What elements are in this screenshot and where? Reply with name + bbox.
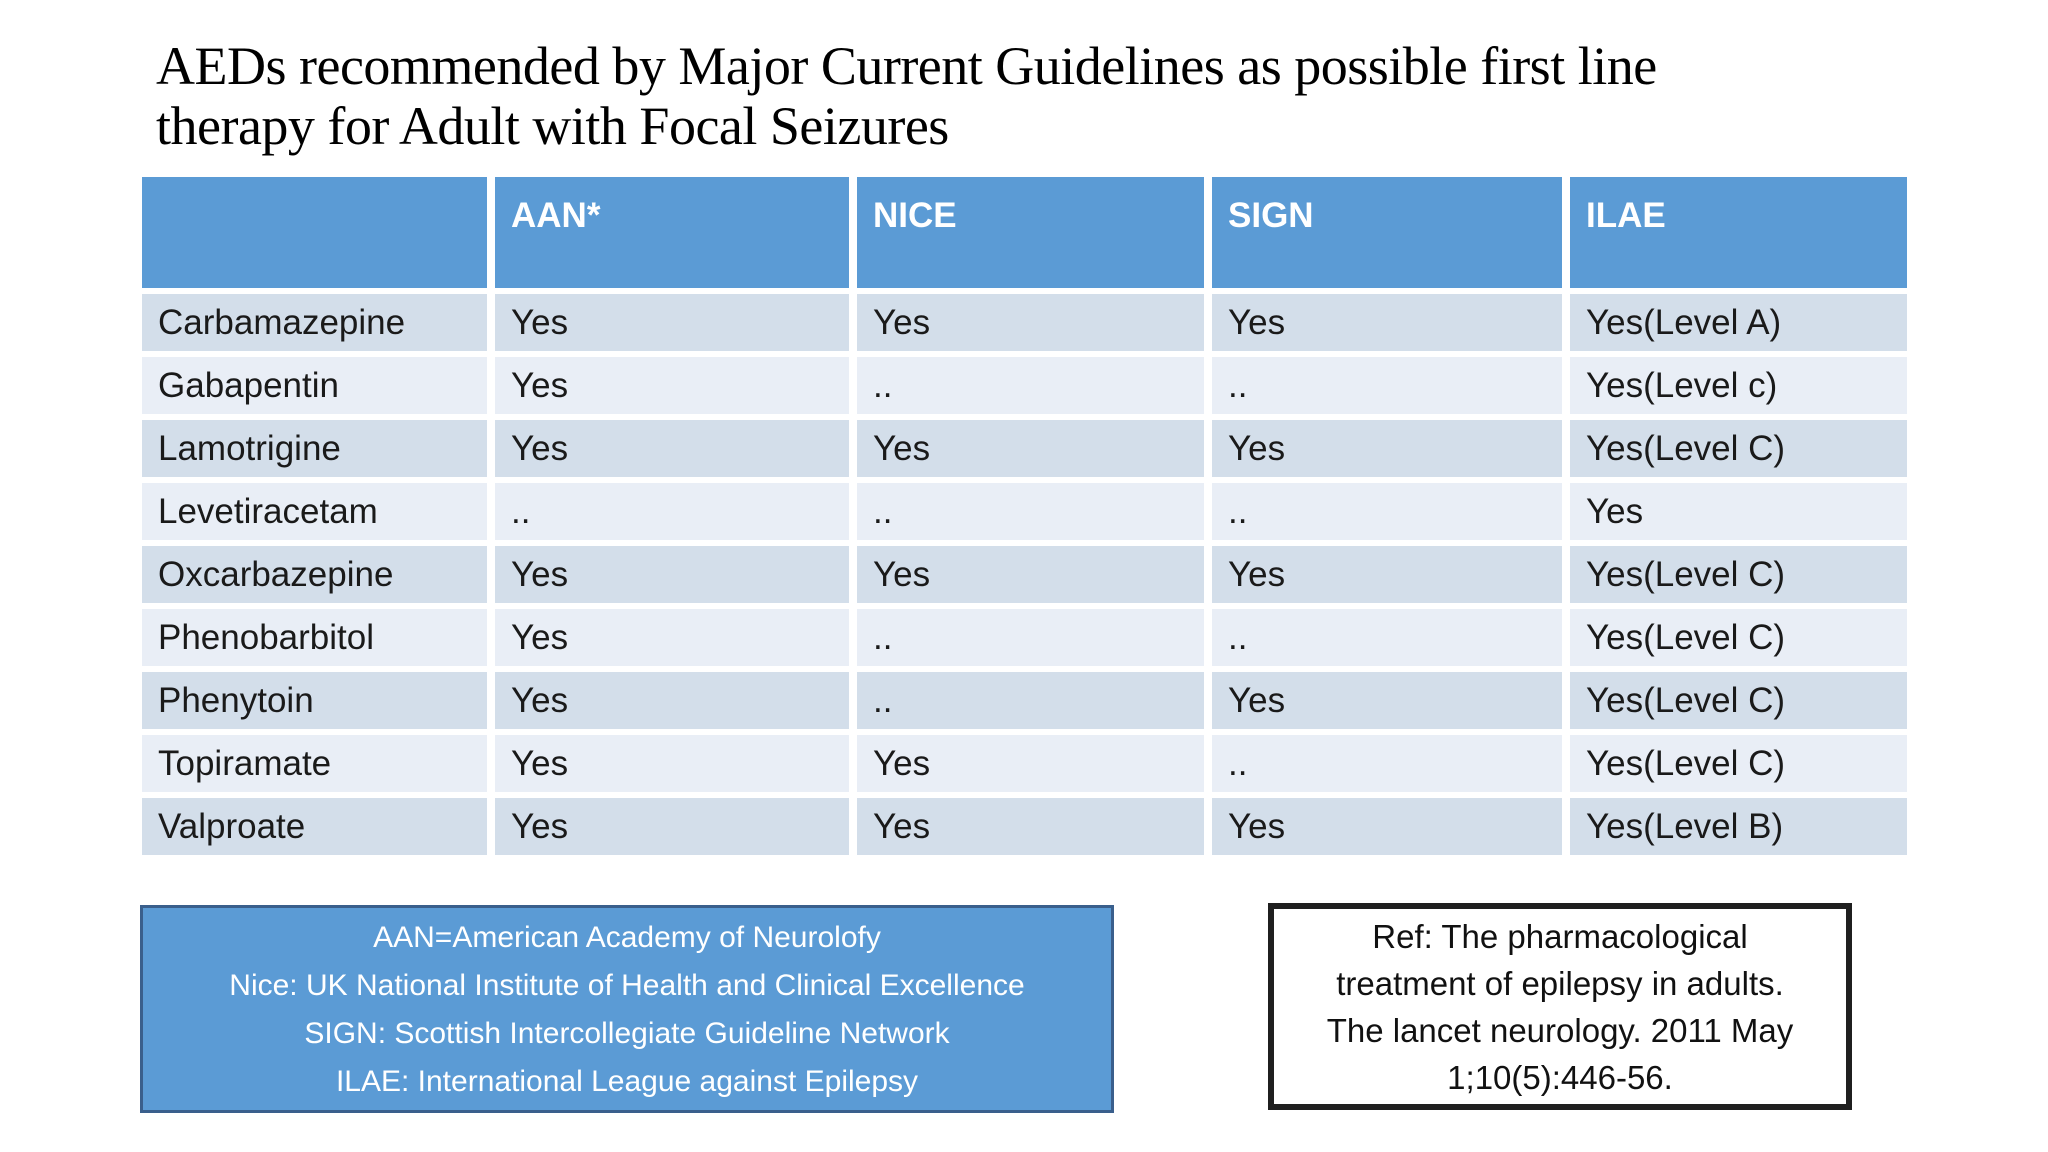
drug-name-cell: Gabapentin: [142, 357, 495, 420]
legend-line-ilae: ILAE: International League against Epile…: [335, 1065, 919, 1098]
drug-name-cell: Valproate: [142, 798, 495, 855]
drug-name-cell: Oxcarbazepine: [142, 546, 495, 609]
table-row-levetiracetam: Levetiracetam .. .. .. Yes: [142, 483, 1907, 546]
value-cell: ..: [1212, 483, 1570, 546]
value-cell: Yes(Level C): [1570, 672, 1907, 735]
header-cell-sign: SIGN: [1212, 177, 1570, 294]
reference-box: Ref: The pharmacological treatment of ep…: [1268, 903, 1852, 1110]
legend-line-nice: Nice: UK National Institute of Health an…: [229, 969, 1025, 1002]
header-cell-nice: NICE: [857, 177, 1212, 294]
value-cell: Yes: [1212, 294, 1570, 357]
value-cell: ..: [495, 483, 857, 546]
slide-title: AEDs recommended by Major Current Guidel…: [156, 36, 1976, 156]
reference-line-2: treatment of epilepsy in adults.: [1336, 965, 1784, 1002]
table-row-lamotrigine: Lamotrigine Yes Yes Yes Yes(Level C): [142, 420, 1907, 483]
table-row-oxcarbazepine: Oxcarbazepine Yes Yes Yes Yes(Level C): [142, 546, 1907, 609]
table-row-carbamazepine: Carbamazepine Yes Yes Yes Yes(Level A): [142, 294, 1907, 357]
value-cell: Yes: [857, 798, 1212, 855]
value-cell: Yes: [495, 294, 857, 357]
value-cell: Yes: [1212, 672, 1570, 735]
drug-name-cell: Carbamazepine: [142, 294, 495, 357]
guidelines-table: AAN* NICE SIGN ILAE Carbamazepine Yes Ye…: [142, 177, 1907, 855]
value-cell: Yes: [1570, 483, 1907, 546]
reference-line-1: Ref: The pharmacological: [1372, 918, 1748, 955]
table-row-gabapentin: Gabapentin Yes .. .. Yes(Level c): [142, 357, 1907, 420]
legend-line-sign: SIGN: Scottish Intercollegiate Guideline…: [304, 1017, 950, 1050]
value-cell: ..: [1212, 609, 1570, 672]
drug-name-cell: Levetiracetam: [142, 483, 495, 546]
value-cell: Yes: [495, 735, 857, 798]
table-header-row: AAN* NICE SIGN ILAE: [142, 177, 1907, 294]
value-cell: ..: [857, 609, 1212, 672]
table-row-valproate: Valproate Yes Yes Yes Yes(Level B): [142, 798, 1907, 855]
header-cell-aan: AAN*: [495, 177, 857, 294]
value-cell: ..: [1212, 735, 1570, 798]
value-cell: Yes(Level A): [1570, 294, 1907, 357]
table-row-phenobarbitol: Phenobarbitol Yes .. .. Yes(Level C): [142, 609, 1907, 672]
value-cell: Yes: [495, 420, 857, 483]
value-cell: Yes: [1212, 546, 1570, 609]
slide-title-line-1: AEDs recommended by Major Current Guidel…: [156, 36, 1657, 96]
reference-line-4: 1;10(5):446-56.: [1447, 1059, 1673, 1096]
value-cell: Yes(Level C): [1570, 735, 1907, 798]
slide-title-line-2: therapy for Adult with Focal Seizures: [156, 96, 949, 156]
value-cell: Yes: [495, 798, 857, 855]
value-cell: Yes: [857, 420, 1212, 483]
value-cell: Yes: [495, 546, 857, 609]
drug-name-cell: Topiramate: [142, 735, 495, 798]
abbreviation-legend-box: AAN=American Academy of Neurolofy Nice: …: [140, 905, 1114, 1113]
value-cell: Yes: [495, 357, 857, 420]
value-cell: Yes(Level c): [1570, 357, 1907, 420]
value-cell: Yes(Level C): [1570, 420, 1907, 483]
value-cell: Yes(Level C): [1570, 609, 1907, 672]
value-cell: Yes: [857, 546, 1212, 609]
drug-name-cell: Lamotrigine: [142, 420, 495, 483]
value-cell: Yes: [1212, 798, 1570, 855]
value-cell: ..: [857, 483, 1212, 546]
drug-name-cell: Phenobarbitol: [142, 609, 495, 672]
table-row-phenytoin: Phenytoin Yes .. Yes Yes(Level C): [142, 672, 1907, 735]
value-cell: ..: [857, 357, 1212, 420]
value-cell: Yes: [495, 609, 857, 672]
value-cell: Yes: [857, 735, 1212, 798]
header-cell-drug: [142, 177, 495, 294]
value-cell: Yes: [495, 672, 857, 735]
drug-name-cell: Phenytoin: [142, 672, 495, 735]
value-cell: Yes(Level B): [1570, 798, 1907, 855]
value-cell: Yes: [857, 294, 1212, 357]
value-cell: Yes(Level C): [1570, 546, 1907, 609]
value-cell: ..: [1212, 357, 1570, 420]
header-cell-ilae: ILAE: [1570, 177, 1907, 294]
legend-line-aan: AAN=American Academy of Neurolofy: [373, 921, 881, 954]
value-cell: Yes: [1212, 420, 1570, 483]
reference-line-3: The lancet neurology. 2011 May: [1326, 1012, 1794, 1049]
value-cell: ..: [857, 672, 1212, 735]
table-row-topiramate: Topiramate Yes Yes .. Yes(Level C): [142, 735, 1907, 798]
